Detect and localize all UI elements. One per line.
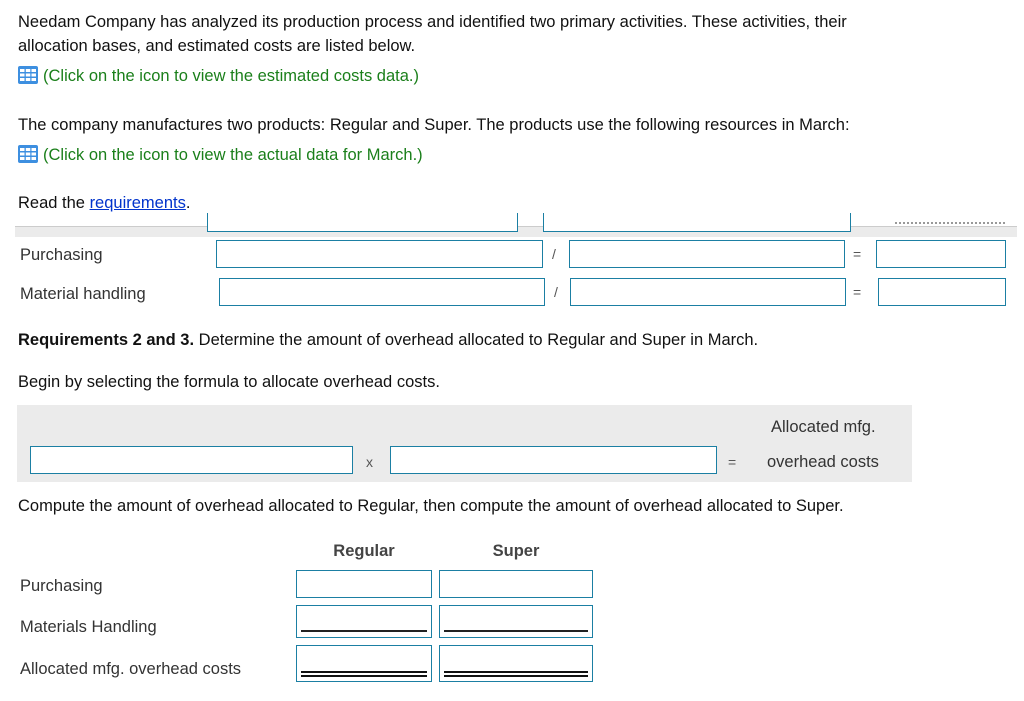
- clipped-header-text: [895, 222, 1005, 227]
- row-label: Purchasing: [20, 577, 103, 595]
- super-materials-handling-input[interactable]: [439, 605, 593, 638]
- super-total-input[interactable]: [439, 645, 593, 682]
- allocation-base-input[interactable]: [570, 278, 846, 306]
- read-prefix: Read the: [18, 194, 90, 212]
- read-suffix: .: [185, 194, 191, 212]
- times-sign: x: [366, 454, 373, 470]
- rate-input[interactable]: [878, 278, 1006, 306]
- regular-total-input[interactable]: [296, 645, 432, 682]
- header-input-clipped[interactable]: [207, 213, 518, 232]
- equals-sign: =: [853, 284, 862, 300]
- row-label: Materials Handling: [20, 618, 157, 636]
- column-header-super: Super: [492, 542, 540, 560]
- allocation-base-input[interactable]: [569, 240, 845, 268]
- grid-icon[interactable]: [18, 145, 38, 163]
- formula-input-left[interactable]: [30, 446, 353, 474]
- actual-data-link-text[interactable]: (Click on the icon to view the actual da…: [43, 146, 423, 164]
- divide-sign: /: [552, 246, 556, 262]
- requirements-link[interactable]: requirements: [89, 194, 186, 212]
- formula-input-right[interactable]: [390, 446, 717, 474]
- compute-text: Compute the amount of overhead allocated…: [18, 497, 844, 515]
- intro-line-3: The company manufactures two products: R…: [18, 116, 850, 134]
- rate-input[interactable]: [876, 240, 1006, 268]
- divide-sign: /: [554, 284, 558, 300]
- row-label: Allocated mfg. overhead costs: [20, 660, 242, 678]
- regular-materials-handling-input[interactable]: [296, 605, 432, 638]
- estimated-costs-link[interactable]: (Click on the icon to view the estimated…: [18, 66, 419, 86]
- instruction: Begin by selecting the formula to alloca…: [18, 373, 440, 391]
- grid-icon[interactable]: [18, 66, 38, 84]
- actual-data-link[interactable]: (Click on the icon to view the actual da…: [18, 145, 423, 165]
- intro-line-1: Needam Company has analyzed its producti…: [18, 13, 847, 31]
- super-purchasing-input[interactable]: [439, 570, 593, 598]
- cost-input[interactable]: [216, 240, 543, 268]
- cost-input[interactable]: [219, 278, 545, 306]
- equals-sign: =: [853, 246, 862, 262]
- req23-heading: Requirements 2 and 3. Determine the amou…: [18, 331, 758, 350]
- equals-sign: =: [728, 454, 737, 470]
- formula-result-line2: overhead costs: [767, 453, 879, 471]
- formula-result-line1: Allocated mfg.: [771, 418, 876, 436]
- req23-heading-bold: Requirements 2 and 3.: [18, 331, 195, 349]
- read-requirements: Read the requirements.: [18, 194, 190, 213]
- intro-line-2: allocation bases, and estimated costs ar…: [18, 37, 416, 55]
- req23-heading-rest: Determine the amount of overhead allocat…: [194, 331, 759, 349]
- row-label: Material handling: [20, 285, 146, 303]
- header-input-clipped[interactable]: [543, 213, 851, 232]
- regular-purchasing-input[interactable]: [296, 570, 432, 598]
- row-label: Purchasing: [20, 246, 103, 264]
- estimated-costs-link-text[interactable]: (Click on the icon to view the estimated…: [43, 67, 420, 85]
- column-header-regular: Regular: [333, 542, 395, 560]
